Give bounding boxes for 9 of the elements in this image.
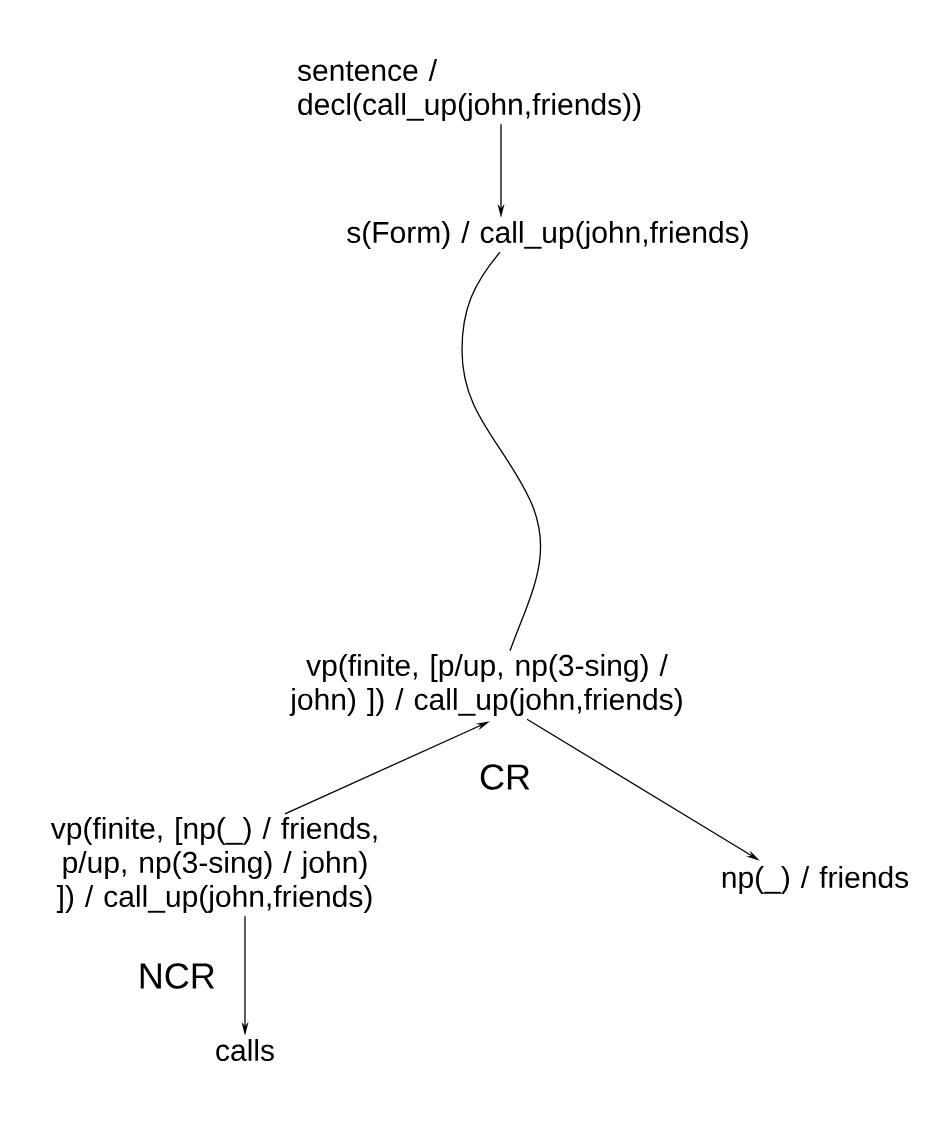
rule-label: CR bbox=[480, 764, 530, 790]
node-text: sentence / decl(call_up(john,friends)) bbox=[297, 59, 641, 121]
node-text: s(Form) / call_up(john,friends) bbox=[347, 221, 748, 249]
node-text: vp(finite, [np(_) / friends, p/up, np(3-sing) / john) ]) / call_up(john,friends) bbox=[50, 817, 377, 913]
wavy-line bbox=[461, 251, 542, 652]
edge-label: NCR bbox=[135, 961, 218, 991]
node-text: calls bbox=[216, 1039, 274, 1062]
node-text: np(_) / friends bbox=[722, 866, 909, 894]
node-text: vp(finite, [p/up, np(3-sing) / john) ]) / call_up(john,friends) bbox=[289, 654, 682, 716]
